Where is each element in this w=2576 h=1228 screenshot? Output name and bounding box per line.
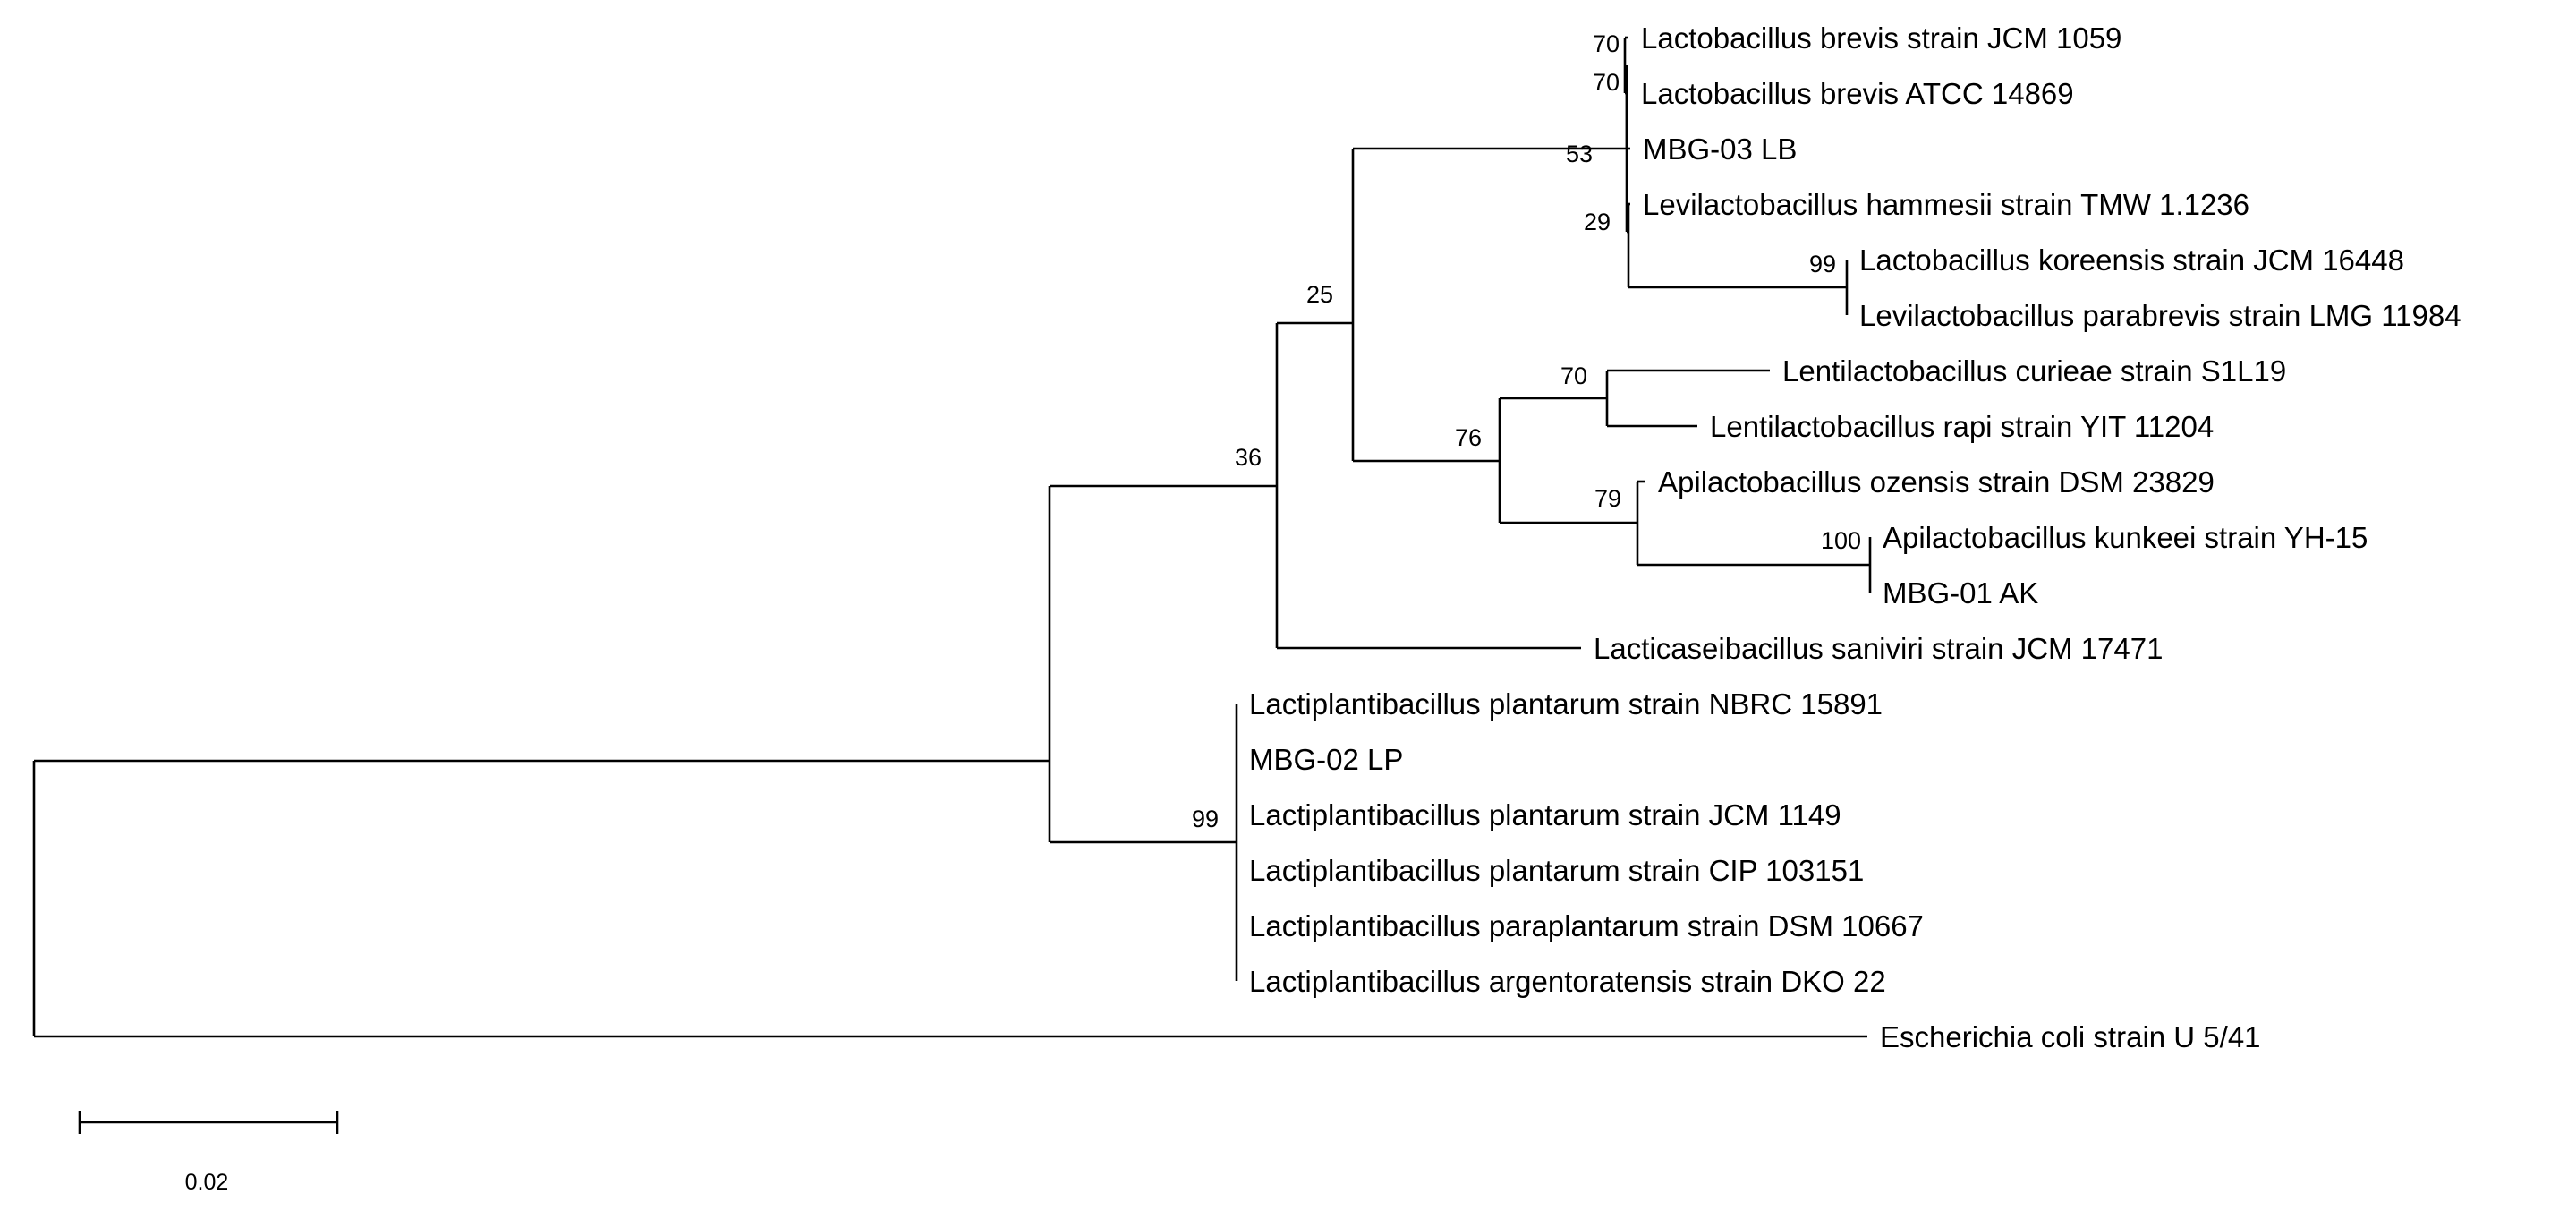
leaf-label: Lactobacillus brevis ATCC 14869 [1641,77,2074,110]
leaf-label: Apilactobacillus kunkeei strain YH-15 [1883,521,2368,554]
leaf-label: Lentilactobacillus rapi strain YIT 11204 [1710,410,2214,443]
leaf-label: Lactiplantibacillus paraplantarum strain… [1249,909,1924,942]
support-value: 36 [1235,444,1262,471]
leaf-label: Lentilactobacillus curieae strain S1L19 [1782,354,2286,388]
leaf-label: Lacticaseibacillus saniviri strain JCM 1… [1594,632,2163,665]
support-value: 70 [1560,362,1587,389]
leaf-label: Lactiplantibacillus plantarum strain JCM… [1249,798,1841,831]
support-value: 53 [1566,141,1593,167]
leaf-label: Levilactobacillus parabrevis strain LMG … [1859,299,2461,332]
leaf-label: MBG-03 LB [1643,132,1797,166]
scale-bar: 0.02 [78,1111,339,1195]
support-value: 99 [1192,806,1219,832]
leaf-label: MBG-01 AK [1883,576,2038,610]
support-value: 99 [1809,251,1836,277]
leaf-labels: Lactobacillus brevis strain JCM 1059Lact… [1249,21,2461,1053]
support-value: 70 [1593,69,1620,96]
leaf-label: Apilactobacillus ozensis strain DSM 2382… [1658,465,2215,499]
leaf-label: Lactiplantibacillus argentoratensis stra… [1249,965,1886,998]
leaf-label: Levilactobacillus hammesii strain TMW 1.… [1643,188,2249,221]
leaf-label: Lactiplantibacillus plantarum strain NBR… [1249,687,1883,721]
support-value: 79 [1594,485,1621,512]
support-value: 29 [1584,209,1611,235]
tree-branches [32,36,1872,1038]
support-value: 100 [1821,527,1861,554]
support-value: 70 [1593,30,1620,57]
leaf-label: Lactiplantibacillus plantarum strain CIP… [1249,854,1864,887]
support-values: 70 70 53 29 99 25 70 76 79 100 36 99 [1192,30,1861,832]
leaf-label: MBG-02 LP [1249,743,1403,776]
leaf-label: Escherichia coli strain U 5/41 [1880,1020,2261,1053]
support-value: 25 [1306,281,1333,308]
support-value: 76 [1455,424,1482,451]
leaf-label: Lactobacillus brevis strain JCM 1059 [1641,21,2121,55]
scale-bar-label: 0.02 [185,1170,229,1195]
leaf-label: Lactobacillus koreensis strain JCM 16448 [1859,243,2404,277]
